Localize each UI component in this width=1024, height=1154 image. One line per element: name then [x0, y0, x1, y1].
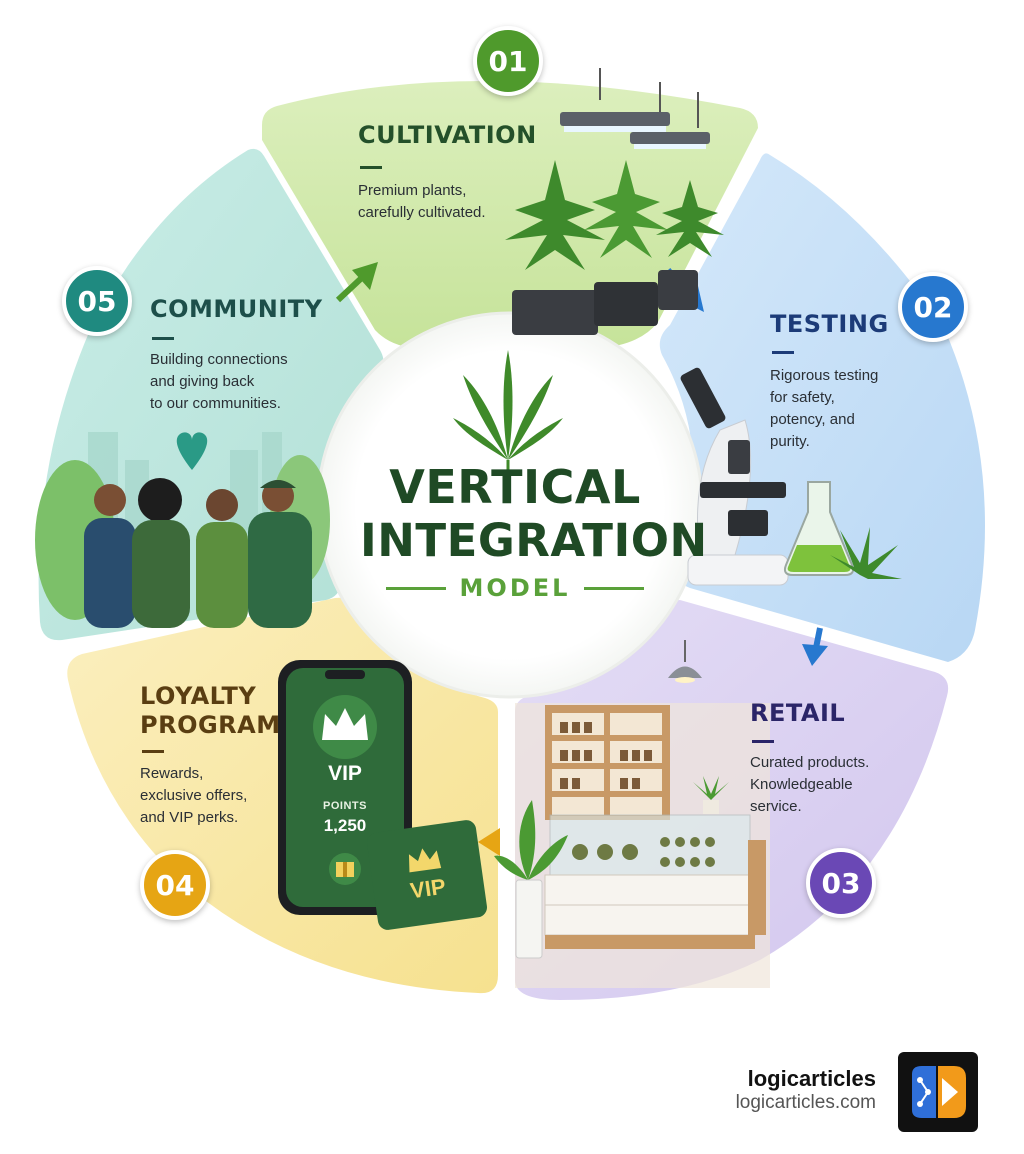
center-title: VERTICAL INTEGRATION MODEL: [360, 460, 708, 602]
phone-points-label: POINTS: [323, 800, 367, 812]
phone-points-value: 1,250: [323, 816, 367, 835]
title-underline: [142, 750, 164, 753]
arrow-head: [802, 644, 828, 666]
vip-card-illustration: [367, 820, 487, 930]
plants-illustration: [505, 160, 724, 335]
microscope-illustration: [680, 367, 789, 586]
stage-title-cultivation: CULTIVATION: [358, 121, 537, 149]
store-interior-illustration: [494, 640, 770, 988]
title-underline: [360, 166, 382, 169]
community-illustration: [35, 432, 330, 628]
stage-number-badge-01: 01: [473, 26, 543, 96]
divider-line: [385, 586, 446, 590]
crown-icon: [322, 708, 368, 740]
center-title-line1: VERTICAL: [389, 460, 641, 514]
stage-number-badge-03: 03: [806, 848, 876, 918]
arrow-testing-to-retail: [813, 627, 823, 649]
stage-desc-retail: Curated products.Knowledgeable service.: [750, 754, 870, 815]
divider-line: [584, 586, 645, 590]
leaf-illustration: [830, 527, 902, 579]
arrow-retail-to-loyalty: [478, 828, 500, 856]
title-underline: [152, 337, 174, 340]
stage-desc-loyalty: Rewards,exclusive offers, and VIP perks.: [140, 765, 248, 826]
title-underline: [772, 351, 794, 354]
stage-desc-cultivation: Premium plants,carefully cultivated.: [358, 182, 486, 221]
stage-title-retail: RETAIL: [750, 699, 846, 727]
stage-title-testing: TESTING: [770, 310, 889, 338]
title-underline: [752, 740, 774, 743]
center-title-line2: INTEGRATION: [360, 514, 708, 567]
phone-vip-label: VIP: [328, 762, 362, 785]
center-subtitle-row: MODEL: [360, 574, 670, 602]
stage-number-badge-05: 05: [62, 266, 132, 336]
integration-wheel: [35, 68, 985, 1000]
cannabis-leaf-icon: [453, 350, 563, 472]
brand-url: logicarticles.com: [735, 1092, 876, 1113]
arrow-head: [352, 262, 378, 290]
stage-number-badge-04: 04: [140, 850, 210, 920]
stage-title-community: COMMUNITY: [150, 295, 323, 323]
brand-name: logicarticles: [747, 1066, 876, 1091]
brand-block: logicarticles logicarticles.com: [700, 1050, 1000, 1134]
center-title-line3: MODEL: [459, 574, 571, 602]
flask-illustration: [783, 481, 855, 576]
stage-number-badge-02: 02: [898, 272, 968, 342]
brand-logo-icon: [898, 1052, 978, 1132]
grow-lights-illustration: [560, 68, 710, 149]
crown-icon: [408, 848, 442, 873]
heart-icon: [176, 432, 208, 470]
